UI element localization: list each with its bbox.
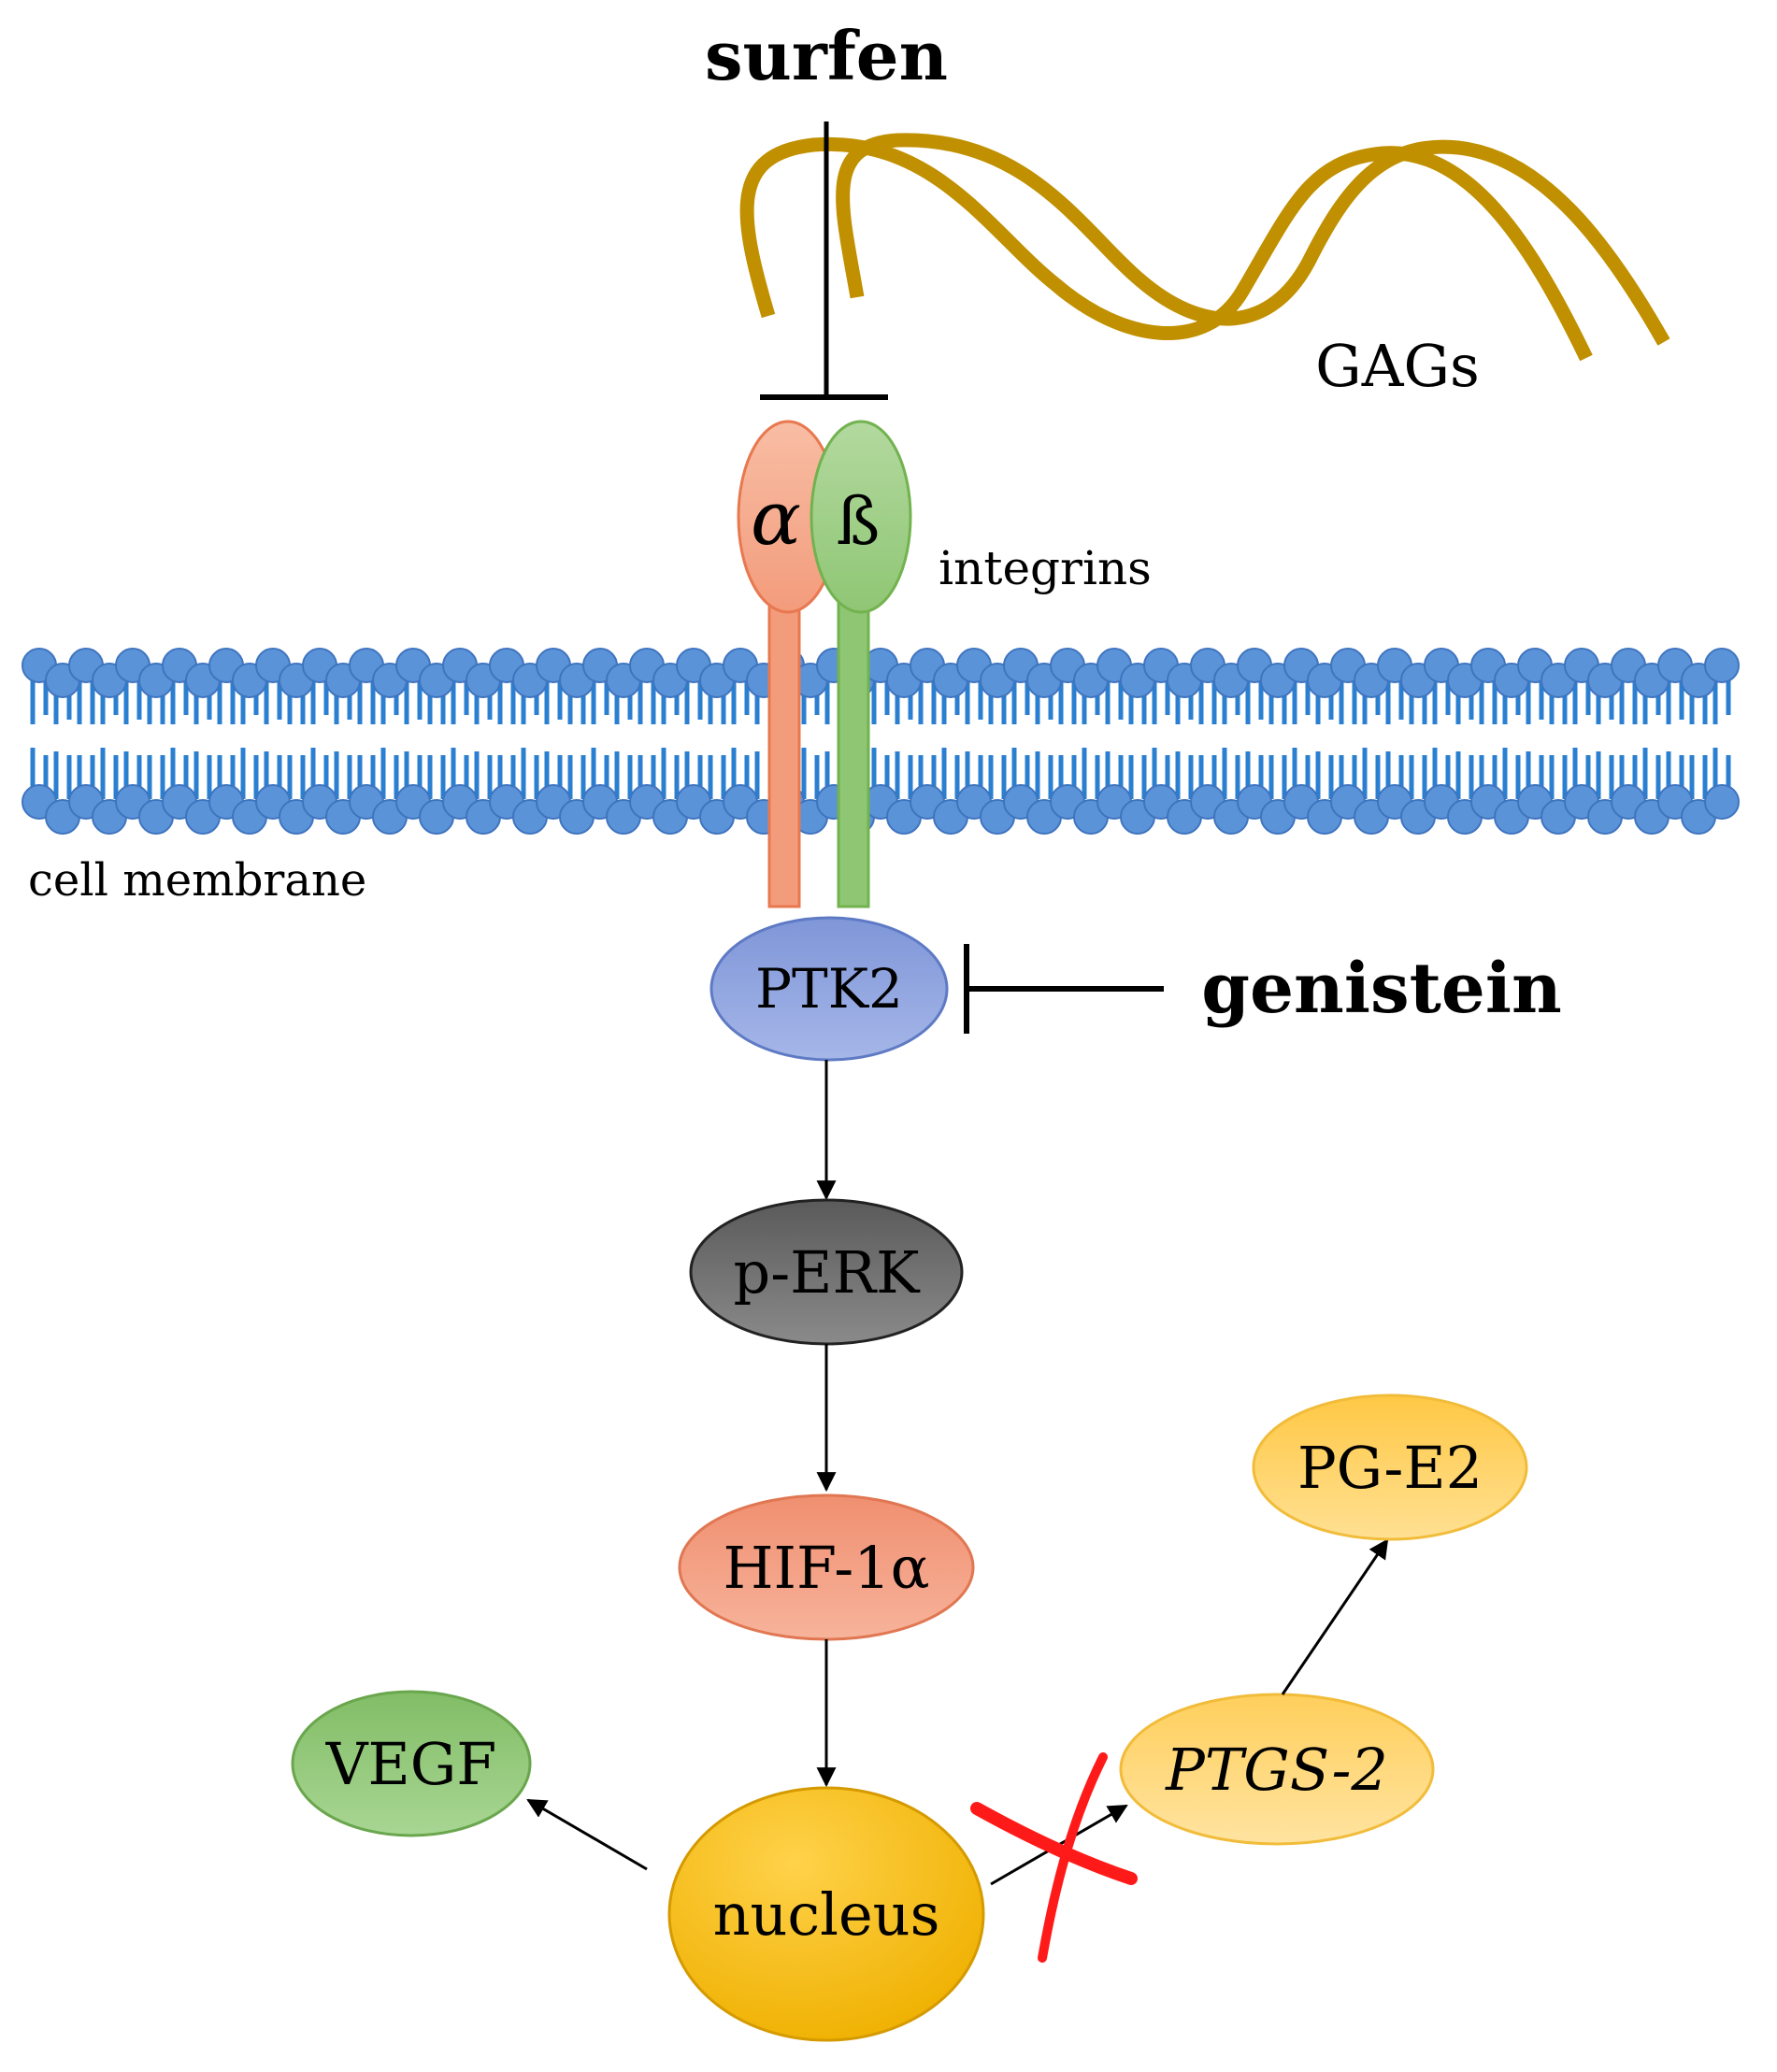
beta-integrin-stalk — [837, 596, 870, 908]
perk-label: p-ERK — [734, 1238, 922, 1307]
ptgs2-node — [1119, 1693, 1435, 1846]
genistein-label: genistein — [1201, 949, 1562, 1029]
cell-membrane — [21, 648, 1740, 835]
ptk2-label: PTK2 — [755, 957, 903, 1021]
blocked-x-mark — [970, 1752, 1138, 1963]
hif1a-label: HIF-1α — [723, 1534, 929, 1602]
nucleus-label: nucleus — [713, 1880, 940, 1949]
beta-integrin-head — [810, 420, 912, 614]
vegf-label: VEGF — [325, 1730, 497, 1798]
alpha-integrin-stalk — [767, 596, 801, 908]
pge2-label: PG-E2 — [1297, 1434, 1483, 1502]
nucleus-node — [667, 1786, 985, 2042]
lipid-head — [1704, 784, 1740, 820]
gag-strands — [739, 133, 1670, 362]
pge2-node — [1252, 1393, 1528, 1541]
ptk2-node — [709, 916, 949, 1062]
surfen-inhibition — [760, 121, 888, 400]
alpha-label: α — [751, 475, 801, 562]
integrins-label: integrins — [939, 541, 1152, 595]
arrow-ptgs2-to-pge2 — [1281, 1538, 1389, 1695]
genistein-inhibition — [964, 944, 1164, 1034]
lipid-head — [1704, 648, 1740, 683]
arrow-nucleus-to-vegf — [526, 1798, 648, 1871]
gags-label: GAGs — [1315, 332, 1480, 400]
beta-label: ß — [837, 483, 881, 560]
surfen-label: surfen — [705, 16, 948, 95]
ptgs2-label: PTGS-2 — [1165, 1736, 1388, 1804]
cell-membrane-label: cell membrane — [28, 854, 366, 907]
vegf-node — [291, 1690, 532, 1837]
